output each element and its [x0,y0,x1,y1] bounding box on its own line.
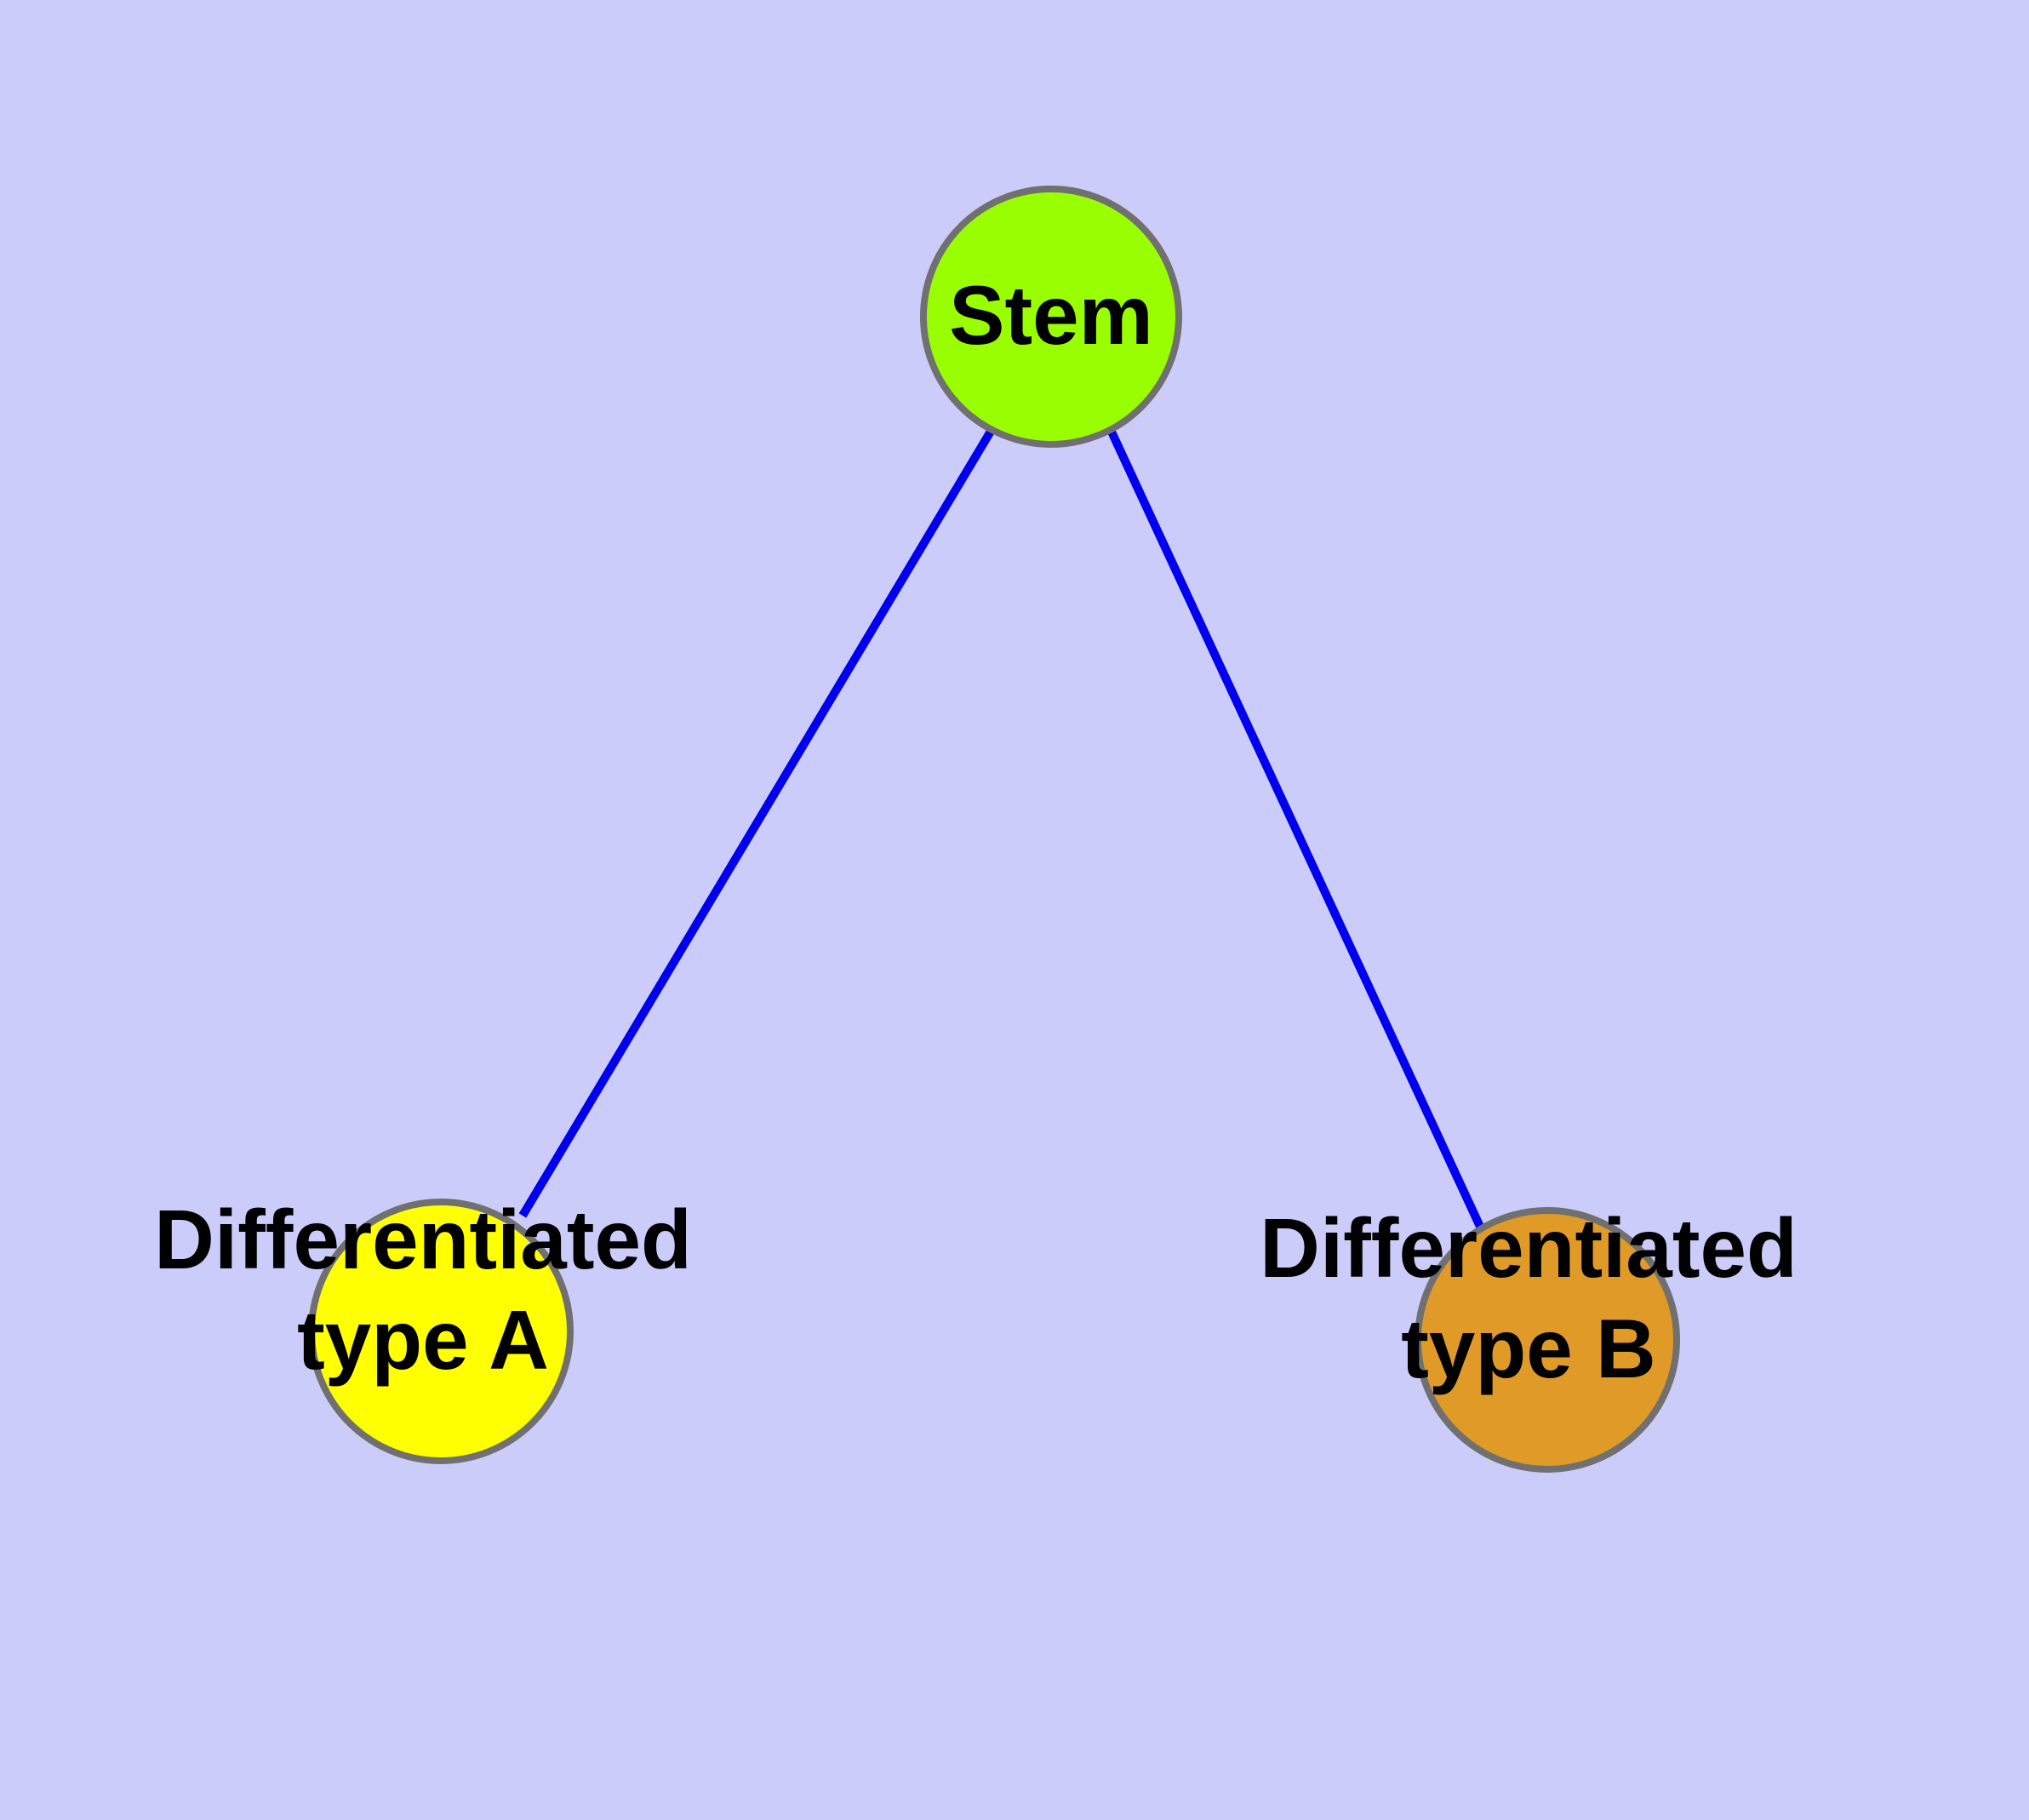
node-circle-diff_b[interactable] [1415,1207,1680,1473]
node-label-line: type A [297,1293,549,1387]
node-label-line: Stem [949,268,1153,362]
edge-stem-to-diff_b [1106,427,1485,1231]
node-circle-stem[interactable] [920,186,1182,448]
edge-stem-to-diff_a [518,427,996,1218]
nodes-layer [308,186,1680,1473]
node-label-line: type B [1401,1302,1656,1395]
node-circle-diff_a[interactable] [308,1199,574,1464]
node-label-line: Differentiated [1260,1201,1798,1295]
node-label-line: Differentiated [154,1193,692,1286]
edges-layer [518,427,1485,1231]
node-label-stem: Stem [949,268,1153,362]
